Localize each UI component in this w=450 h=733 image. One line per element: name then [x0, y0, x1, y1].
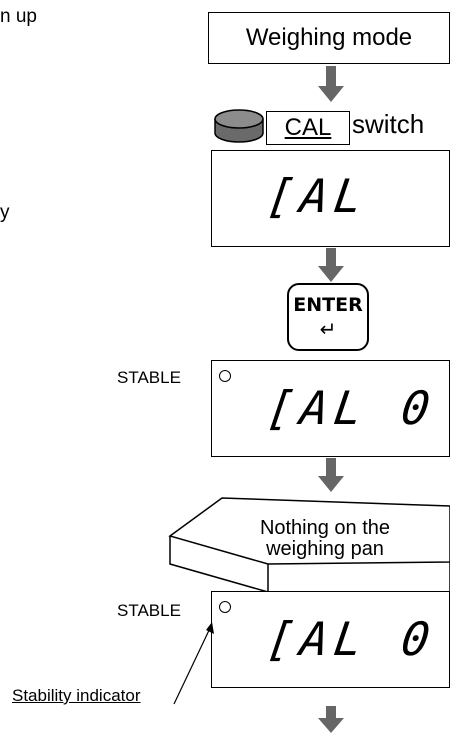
display-cal-zero-stable: [AL 0	[211, 591, 450, 688]
weighing-mode-box: Weighing mode	[208, 12, 450, 64]
down-arrow-icon	[318, 248, 344, 282]
display-cal-zero-text: [AL 0	[263, 381, 440, 435]
stable-indicator-icon	[219, 370, 231, 382]
cal-switch-label: switch	[352, 109, 425, 139]
enter-key-label: ENTER	[293, 294, 363, 316]
stability-indicator-label: Stability indicator	[12, 686, 141, 705]
cal-switch-tag: CAL	[266, 111, 350, 145]
fragment-n-up: n up	[0, 6, 37, 27]
display-cal-zero: [AL 0	[211, 360, 450, 457]
enter-key[interactable]: ENTER ↵	[287, 283, 369, 351]
stable-indicator-icon	[219, 601, 231, 613]
callout-arrow-icon	[173, 622, 214, 705]
weighing-pan-label: Nothing on the weighing pan	[259, 517, 391, 560]
stable-label: STABLE	[117, 368, 181, 387]
cal-switch-tag-label: CAL	[284, 114, 332, 141]
display-cal: [AL	[211, 150, 450, 247]
display-cal-text: [AL	[263, 169, 372, 223]
down-arrow-icon	[318, 66, 344, 102]
return-icon: ↵	[319, 319, 337, 341]
down-arrow-icon	[318, 706, 344, 733]
switch-button-icon	[214, 109, 264, 143]
stable-label: STABLE	[117, 601, 181, 620]
fragment-y: y	[0, 202, 10, 223]
weighing-pan-icon	[168, 497, 450, 593]
display-cal-zero-stable-text: [AL 0	[263, 612, 440, 666]
weighing-mode-label: Weighing mode	[245, 24, 413, 51]
down-arrow-icon	[318, 458, 344, 492]
